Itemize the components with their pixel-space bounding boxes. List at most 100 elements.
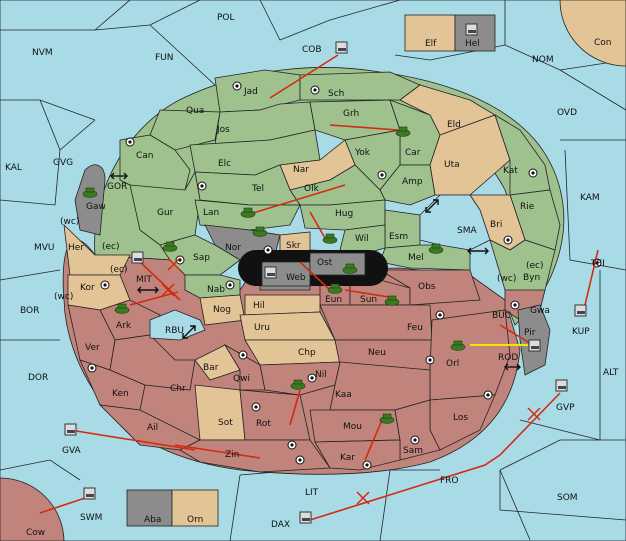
supply-center <box>307 373 317 383</box>
province-obs[interactable] <box>378 269 481 306</box>
order-arrow <box>344 289 396 299</box>
sea-label: KUP <box>572 327 590 337</box>
land-label: Nab <box>207 285 225 295</box>
land-label: Byn <box>523 273 540 283</box>
land-label: Hel <box>465 39 480 49</box>
army-icon <box>384 295 400 306</box>
sea-rbu-inner <box>149 309 206 341</box>
army-icon <box>327 283 343 294</box>
land-label: Jad <box>243 87 258 97</box>
province-esm[interactable] <box>384 209 421 249</box>
supply-center <box>100 280 110 290</box>
province-ken[interactable] <box>79 359 146 411</box>
sea-label: SWM <box>80 513 102 523</box>
order-arrow <box>174 444 261 459</box>
coast-tag: (wc) <box>60 217 79 227</box>
province-can[interactable] <box>119 134 191 196</box>
army-icon <box>162 241 178 252</box>
order-arrow <box>252 184 346 214</box>
armies <box>82 126 466 424</box>
land-label: Con <box>594 38 612 48</box>
land-label: Nor <box>225 243 241 253</box>
sea-label: SOM <box>557 493 578 503</box>
land-label: Jos <box>216 125 230 135</box>
army-icon <box>428 243 444 254</box>
province-chr[interactable] <box>109 334 196 391</box>
supply-center <box>232 81 242 91</box>
sea-label: MVU <box>34 243 55 253</box>
sea-label: ROD <box>498 353 518 363</box>
supply-center <box>362 460 372 470</box>
province-kaa[interactable] <box>329 361 431 411</box>
province-aba[interactable] <box>126 489 173 527</box>
supply-center <box>263 245 273 255</box>
army-icon <box>82 187 98 198</box>
province-orn[interactable] <box>171 489 219 527</box>
land-label: Grh <box>343 109 359 119</box>
land-label: Amp <box>402 177 423 187</box>
land-label: Sam <box>403 446 423 456</box>
x-mark <box>167 257 181 271</box>
order-arrow <box>309 211 326 239</box>
province-gaw[interactable] <box>74 164 106 236</box>
land-label: Ail <box>147 423 158 433</box>
sea-sma-inner <box>419 194 491 251</box>
province-cow[interactable] <box>0 477 65 541</box>
order-arrow <box>309 392 561 521</box>
sea-label: OVD <box>557 108 577 118</box>
land-label: Rie <box>520 202 535 212</box>
province-her[interactable] <box>63 223 131 276</box>
land-label: Orn <box>187 515 203 525</box>
province-con[interactable] <box>559 0 626 67</box>
province-qwi[interactable] <box>223 343 266 391</box>
province-rot[interactable] <box>239 389 311 441</box>
supply-center <box>410 435 420 445</box>
army-icon <box>342 263 358 274</box>
province-gur[interactable] <box>129 170 201 246</box>
fleets <box>64 23 587 524</box>
x-mark <box>356 491 370 505</box>
fleet-icon <box>528 339 541 352</box>
sea-label: FRO <box>440 476 459 486</box>
failed-orders <box>161 257 541 505</box>
land-label: Sap <box>193 253 210 263</box>
sea-label: GOR <box>107 182 127 192</box>
land-label: Sch <box>328 89 344 99</box>
province-chp[interactable] <box>244 339 341 366</box>
land-label: Chr <box>170 384 186 394</box>
province-nil[interactable] <box>259 361 341 396</box>
land-label: Kar <box>340 453 355 463</box>
sea-label: POL <box>217 13 235 23</box>
sea-label: FUN <box>155 53 174 63</box>
land-label: Uta <box>444 160 460 170</box>
land-label: Skr <box>286 241 301 251</box>
province-kar[interactable] <box>314 439 401 471</box>
supply-center <box>425 355 435 365</box>
coast-tag: (wc) <box>54 292 73 302</box>
supply-center <box>528 168 538 178</box>
fleet-icon <box>299 511 312 524</box>
land-label: Pir <box>524 328 536 338</box>
order-arrow <box>289 389 301 426</box>
coast-tag: (ec) <box>526 261 544 271</box>
land-label: Rot <box>256 419 271 429</box>
land-label: Sun <box>360 295 377 305</box>
sea-label: DAX <box>271 520 290 530</box>
land-label: Kor <box>80 283 95 293</box>
land-label: Kaa <box>335 390 352 400</box>
fleet-icon <box>83 487 96 500</box>
land-label: Gwa <box>530 306 550 316</box>
supply-center <box>238 350 248 360</box>
x-mark <box>527 407 541 421</box>
sea-label: NVM <box>32 48 53 58</box>
army-icon <box>379 413 395 424</box>
land-label: Her <box>68 243 84 253</box>
province-sot[interactable] <box>194 384 246 441</box>
land-label: Neu <box>368 348 386 358</box>
land-label: Ost <box>317 258 333 268</box>
sea-label: MIT <box>136 275 152 285</box>
land-label: Lan <box>203 208 219 218</box>
coast-tag: (ec) <box>102 242 120 252</box>
supply-center <box>197 181 207 191</box>
